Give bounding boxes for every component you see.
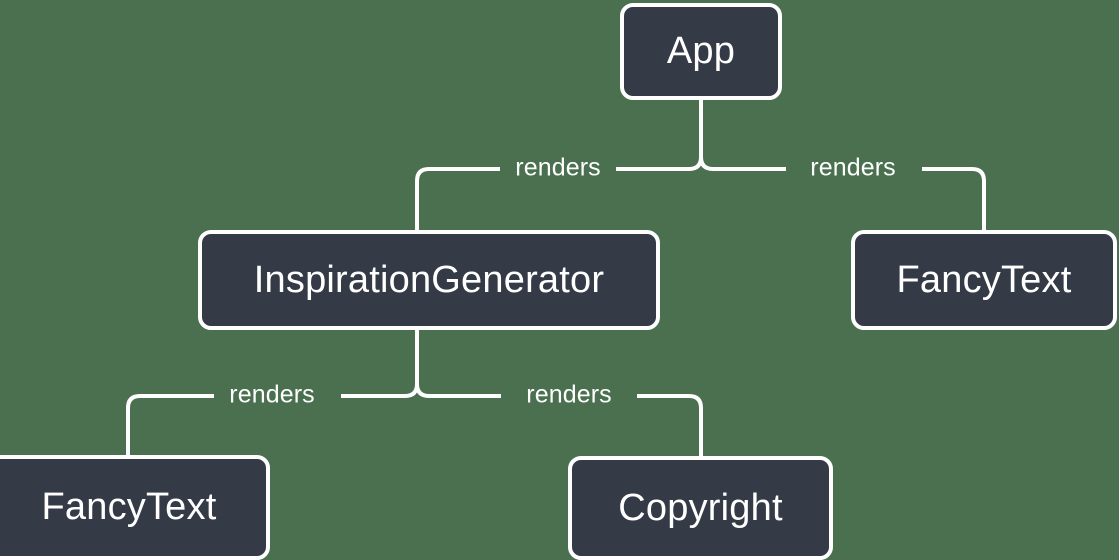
node-copyright-label: Copyright (618, 486, 783, 529)
node-fancytext-right-label: FancyText (896, 258, 1072, 301)
node-app-label: App (666, 30, 736, 72)
connector-inspiration-generator-to-fancytext-tail (126, 394, 214, 455)
edge-label-inspiration-generator-to-copyright: renders (526, 380, 612, 409)
connector-inspiration-generator-to-copyright (415, 383, 501, 398)
node-inspiration-generator-label: InspirationGenerator (253, 258, 605, 301)
node-fancytext-right[interactable]: FancyText (851, 230, 1117, 330)
connector-app-to-inspiration-generator (616, 156, 703, 171)
node-inspiration-generator[interactable]: InspirationGenerator (198, 230, 660, 330)
node-app[interactable]: App (620, 3, 782, 100)
edge-label-inspiration-generator-to-fancytext: renders (229, 380, 315, 409)
connector-app-to-fancytext-right-tail (922, 167, 986, 230)
connector-inspiration-generator-to-copyright-tail (637, 394, 703, 456)
edge-label-app-to-inspiration-generator: renders (515, 153, 601, 182)
connector-inspiration-generator-to-fancytext (341, 383, 419, 398)
node-fancytext-bottom-left-label: FancyText (41, 486, 217, 528)
node-copyright[interactable]: Copyright (568, 456, 833, 560)
connector-app-to-fancytext-right (699, 156, 786, 171)
edge-label-app-to-fancytext-right: renders (810, 153, 896, 182)
node-fancytext-bottom-left[interactable]: FancyText (0, 455, 270, 560)
connector-app-to-inspiration-generator-tail (415, 167, 500, 230)
